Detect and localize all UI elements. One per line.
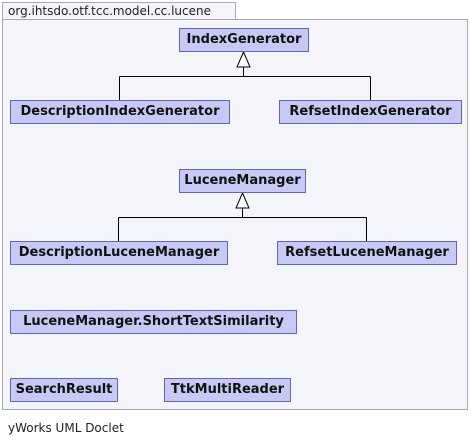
class-label: SearchResult: [15, 382, 113, 397]
class-label: TtkMultiReader: [170, 382, 285, 397]
class-refset-lucene-manager[interactable]: RefsetLuceneManager: [277, 241, 457, 265]
class-label: LuceneManager.ShortTextSimilarity: [23, 314, 284, 329]
edge-group-lucene-manager: [118, 191, 367, 241]
class-lucene-manager[interactable]: LuceneManager: [179, 169, 306, 193]
class-label: RefsetIndexGenerator: [289, 104, 452, 119]
class-label: RefsetLuceneManager: [285, 245, 449, 260]
class-short-text-similarity[interactable]: LuceneManager.ShortTextSimilarity: [10, 310, 297, 334]
class-label: IndexGenerator: [186, 32, 302, 47]
footer-credit: yWorks UML Doclet: [8, 421, 124, 435]
edge-group-index-generator: [119, 50, 371, 100]
generalization-arrow-index-generator: [236, 50, 251, 68]
class-label: DescriptionIndexGenerator: [20, 104, 220, 119]
generalization-arrow-lucene-manager: [235, 191, 250, 209]
package-frame: [2, 19, 468, 410]
class-description-lucene-manager[interactable]: DescriptionLuceneManager: [10, 241, 228, 265]
package-tab: org.ihtsdo.otf.tcc.model.cc.lucene: [2, 2, 236, 19]
package-name: org.ihtsdo.otf.tcc.model.cc.lucene: [8, 4, 211, 18]
class-search-result[interactable]: SearchResult: [10, 378, 118, 402]
class-description-index-generator[interactable]: DescriptionIndexGenerator: [10, 100, 230, 124]
class-label: DescriptionLuceneManager: [18, 245, 220, 260]
class-ttk-multi-reader[interactable]: TtkMultiReader: [164, 378, 291, 402]
class-label: LuceneManager: [184, 173, 301, 188]
class-index-generator[interactable]: IndexGenerator: [179, 28, 309, 52]
class-refset-index-generator[interactable]: RefsetIndexGenerator: [279, 100, 462, 124]
